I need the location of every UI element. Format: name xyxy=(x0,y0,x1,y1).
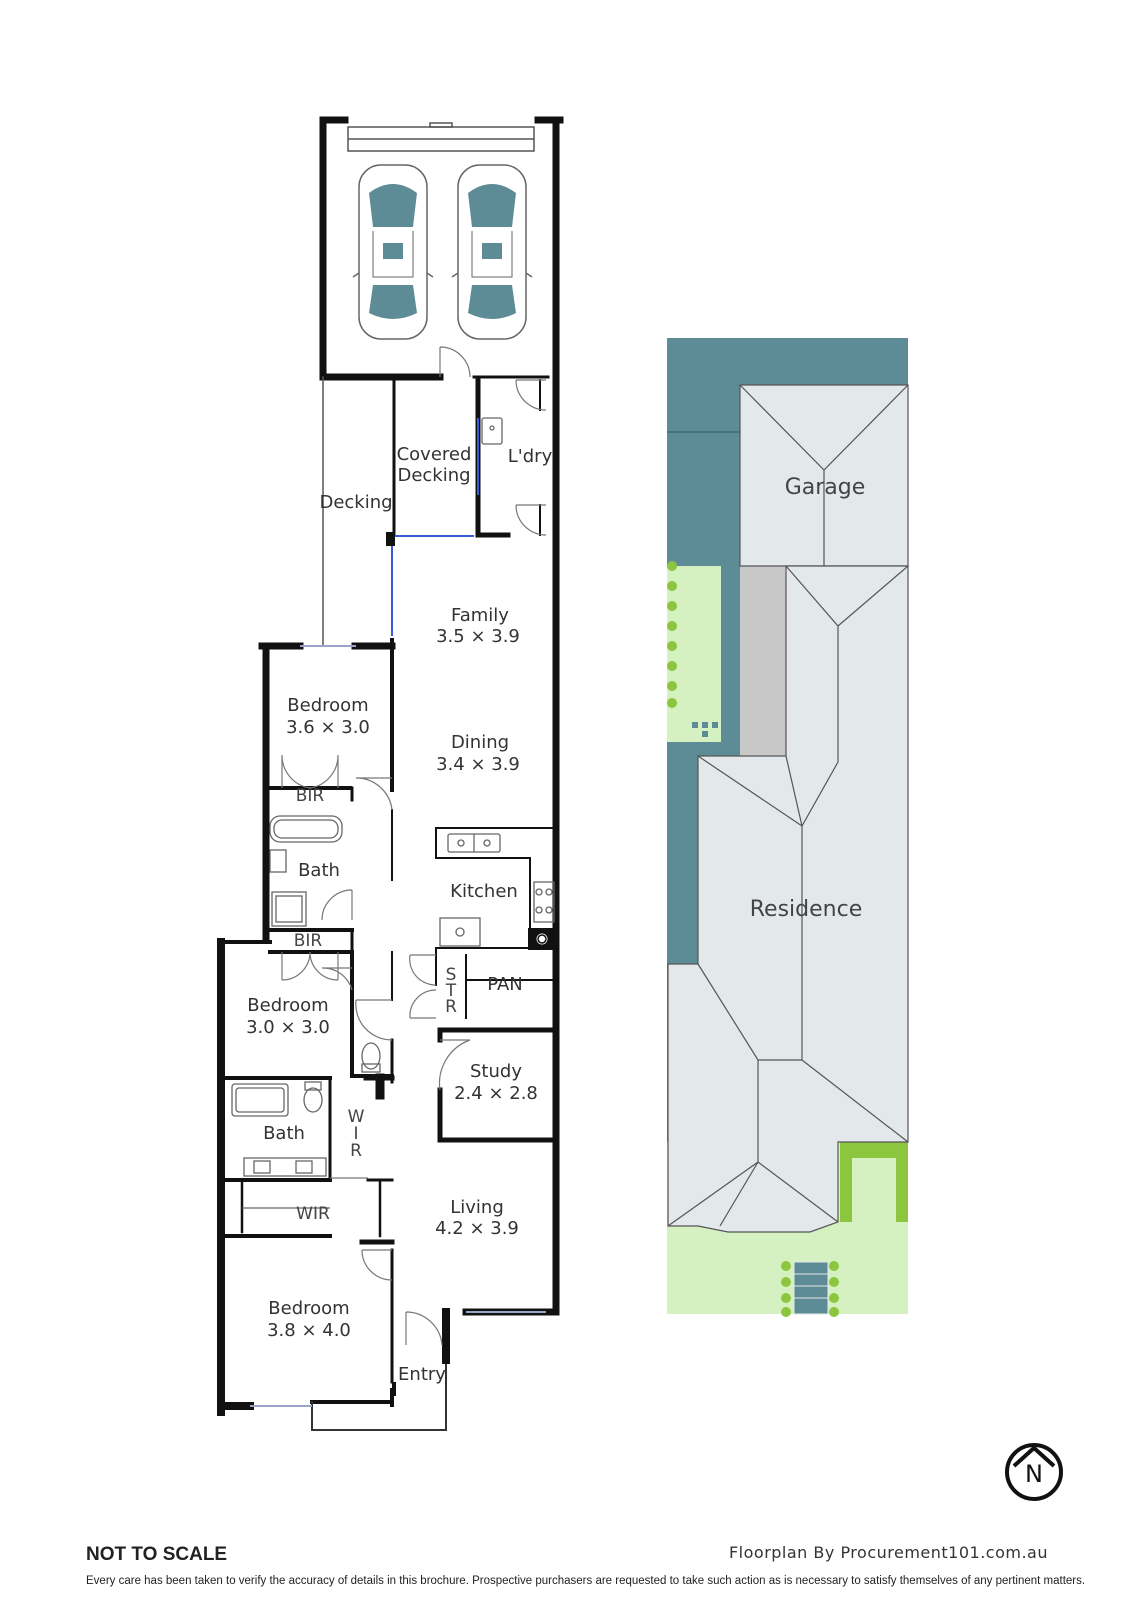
front-steps xyxy=(793,1261,829,1315)
covered-decking-label-2: Decking xyxy=(397,465,470,486)
wir-vertical-w: W xyxy=(348,1107,365,1127)
north-arrow-icon: N xyxy=(1005,1443,1063,1501)
study-label: Study xyxy=(470,1061,522,1082)
compass-letter: N xyxy=(1025,1460,1043,1488)
laundry-label: L'dry xyxy=(508,446,553,467)
wir-label: WIR xyxy=(296,1204,330,1224)
kitchen-label: Kitchen xyxy=(450,881,518,902)
family-size: 3.5 × 3.9 xyxy=(436,626,520,647)
living-label: Living xyxy=(450,1197,504,1218)
decking-label: Decking xyxy=(319,492,392,513)
study-size: 2.4 × 2.8 xyxy=(454,1083,538,1104)
bedroom-1-size: 3.6 × 3.0 xyxy=(286,717,370,738)
dining-size: 3.4 × 3.9 xyxy=(436,754,520,775)
car-right-icon xyxy=(451,164,533,340)
wall-pillars xyxy=(386,532,556,1396)
str-label-t: T xyxy=(445,981,457,1001)
door-swings xyxy=(281,346,547,1346)
car-left-icon xyxy=(352,164,434,340)
hedge-markers xyxy=(667,561,839,1317)
wir-vertical-r: R xyxy=(350,1141,362,1161)
floorplan-credit: Floorplan By Procurement101.com.au xyxy=(728,1543,1048,1562)
bedroom-3-label: Bedroom xyxy=(268,1298,349,1319)
bath-2-label: Bath xyxy=(263,1123,305,1144)
wir-vertical-i: I xyxy=(353,1124,358,1144)
living-size: 4.2 × 3.9 xyxy=(435,1218,519,1239)
room-labels: Covered Decking L'dry Decking Family 3.5… xyxy=(246,444,552,1385)
site-garage-label: Garage xyxy=(785,475,866,500)
site-plan: Garage Residence xyxy=(667,338,909,1317)
not-to-scale-title: NOT TO SCALE xyxy=(86,1544,228,1565)
bir-1-label: BIR xyxy=(296,786,325,806)
bedroom-3-size: 3.8 × 4.0 xyxy=(267,1320,351,1341)
site-residence-label: Residence xyxy=(750,897,862,922)
glass-doors xyxy=(250,418,546,1407)
dining-label: Dining xyxy=(451,732,509,753)
family-label: Family xyxy=(451,605,509,626)
fixtures xyxy=(231,417,555,1209)
str-label-s: S xyxy=(446,965,457,985)
bedroom-2-label: Bedroom xyxy=(247,995,328,1016)
bedroom-2-size: 3.0 × 3.0 xyxy=(246,1017,330,1038)
garage-door xyxy=(347,122,535,152)
bedroom-1-label: Bedroom xyxy=(287,695,368,716)
bath-1-label: Bath xyxy=(298,860,340,881)
pantry-label: PAN xyxy=(487,974,522,995)
entry-label: Entry xyxy=(398,1364,446,1385)
bir-2-label: BIR xyxy=(294,931,323,951)
disclaimer-text: Every care has been taken to verify the … xyxy=(86,1575,1086,1587)
covered-decking-label-1: Covered xyxy=(397,444,472,465)
str-label-r: R xyxy=(445,997,457,1017)
walls xyxy=(217,116,564,1431)
